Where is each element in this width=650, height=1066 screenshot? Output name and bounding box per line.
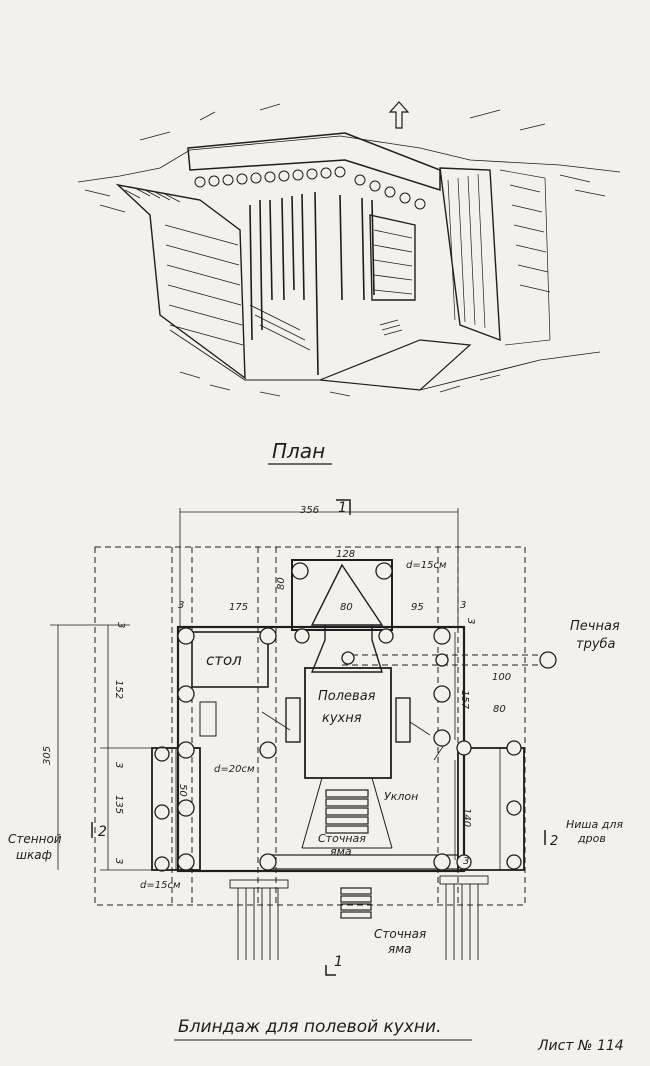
label-sump-inner-line1: Сточная bbox=[318, 832, 366, 845]
dim-log-d-cabinet: d=15см bbox=[140, 880, 181, 891]
dim-left-upper: 152 bbox=[113, 680, 124, 699]
dim-overall-width: 356 bbox=[300, 505, 319, 516]
dim-niche-depth: 80 bbox=[276, 577, 287, 590]
dim-pipe-offset: 100 bbox=[492, 672, 511, 683]
dim-hood-width: 80 bbox=[340, 602, 353, 613]
plan-heading: План bbox=[272, 439, 325, 463]
dim-right-niche-offset: 80 bbox=[493, 704, 506, 715]
dim-right-lower: 140 bbox=[461, 808, 472, 827]
dim-log-d-inner: d=20см bbox=[214, 764, 255, 775]
sheet-number: Лист № 114 bbox=[537, 1038, 624, 1054]
perspective-sketch bbox=[77, 101, 621, 397]
dim-cabinet-depth: 50 bbox=[177, 784, 188, 797]
label-sump-inner-line2: яма bbox=[330, 845, 352, 858]
drawing-caption: Блиндаж для полевой кухни. bbox=[178, 1017, 442, 1037]
dim-left-span: 175 bbox=[229, 602, 248, 613]
dim-right-span: 95 bbox=[411, 602, 424, 613]
dim-niche-log-d: d=15см bbox=[406, 560, 447, 571]
dim-niche-width: 128 bbox=[336, 549, 355, 560]
label-table: стол bbox=[206, 651, 242, 669]
dim-bottom-right: 3 bbox=[463, 856, 469, 867]
dim-corner-left: 3 bbox=[115, 622, 126, 628]
dim-left-lower: 135 bbox=[113, 795, 124, 814]
dim-overall-height: 305 bbox=[42, 746, 53, 765]
dim-wall-right: 3 bbox=[460, 600, 466, 611]
label-stove-pipe-line2: труба bbox=[576, 637, 616, 652]
label-wall-cabinet-line2: шкаф bbox=[16, 848, 52, 862]
label-wall-cabinet-line1: Стенной bbox=[8, 832, 62, 846]
label-kitchen-line1: Полевая bbox=[318, 689, 376, 704]
dim-corner-right: 3 bbox=[465, 618, 476, 624]
section-1-bottom: 1 bbox=[334, 954, 343, 970]
label-stove-pipe-line1: Печная bbox=[570, 619, 620, 634]
dim-right-upper: 157 bbox=[459, 690, 470, 710]
floor-plan bbox=[50, 499, 557, 976]
section-1-top: 1 bbox=[338, 500, 347, 516]
label-slope: Уклон bbox=[384, 790, 418, 803]
label-sump-outer-line2: яма bbox=[388, 942, 412, 956]
section-2-right: 2 bbox=[550, 834, 558, 849]
dim-wall-left: 3 bbox=[178, 600, 184, 611]
label-kitchen-line2: кухня bbox=[322, 711, 362, 726]
dim-left-mid: 3 bbox=[113, 762, 124, 768]
label-sump-outer-line1: Сточная bbox=[374, 927, 426, 941]
label-firewood-niche-line2: дров bbox=[577, 832, 606, 845]
dim-left-bottom: 3 bbox=[113, 858, 124, 864]
label-firewood-niche-line1: Ниша для bbox=[566, 818, 623, 831]
section-2-left: 2 bbox=[98, 824, 107, 840]
